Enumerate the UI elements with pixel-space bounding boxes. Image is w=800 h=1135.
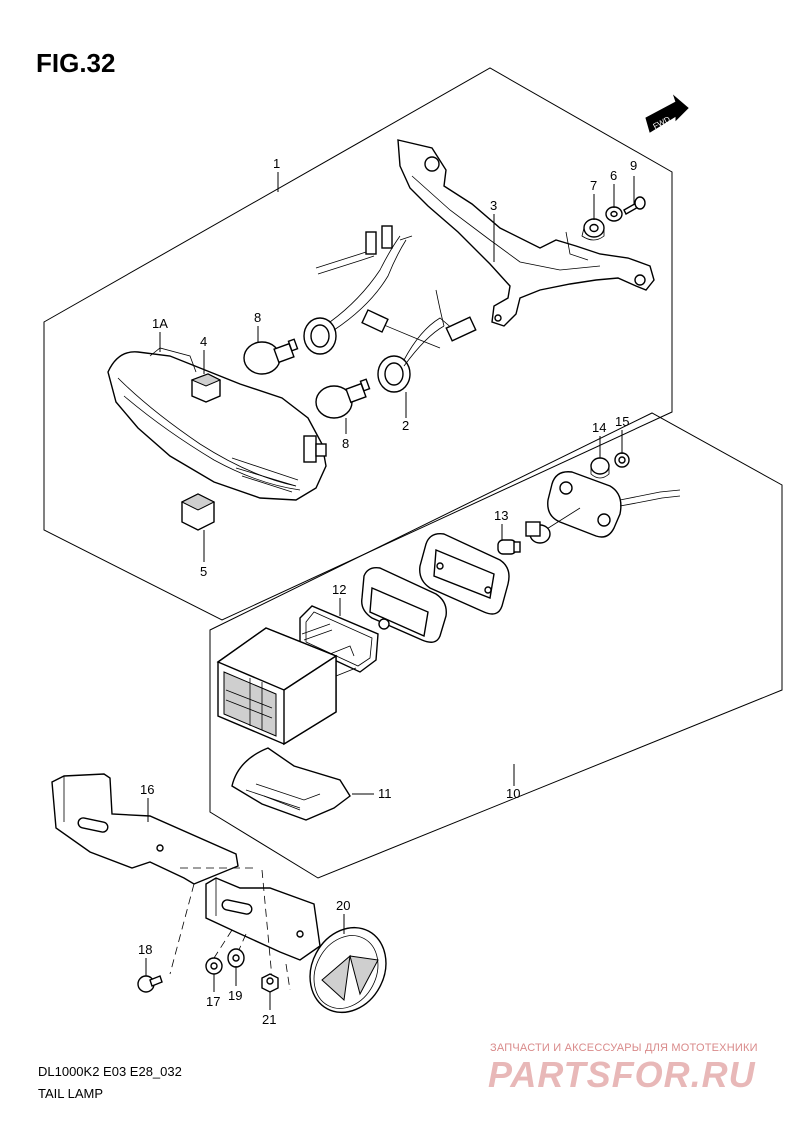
socket-harness-part-2: [303, 225, 477, 393]
callout-5: 5: [200, 564, 207, 579]
watermark-tagline: ЗАПЧАСТИ И АКСЕССУАРЫ ДЛЯ МОТОТЕХНИКИ: [490, 1042, 758, 1054]
callout-21: 21: [262, 1012, 276, 1027]
lens-part-11: [231, 747, 351, 821]
assembly-guide-lines: [169, 867, 291, 991]
washer-part-17: [205, 957, 223, 975]
callout-1a: 1A: [152, 316, 168, 331]
fwd-arrow-icon: FWD: [645, 94, 689, 133]
callout-20: 20: [336, 898, 350, 913]
callout-10: 10: [506, 786, 520, 801]
washer-part-6: [605, 206, 623, 222]
screw-part-18: [137, 975, 163, 993]
assembly-frame-1: [43, 67, 673, 621]
tail-lamp-housing-part: [107, 347, 327, 501]
callout-14: 14: [592, 420, 606, 435]
callout-2: 2: [402, 418, 409, 433]
callout-11: 11: [378, 786, 392, 801]
reflector-part-20: [309, 926, 387, 1014]
socket-plate-assembly: [525, 471, 681, 544]
callout-18: 18: [138, 942, 152, 957]
callout-17: 17: [206, 994, 220, 1009]
callout-7: 7: [590, 178, 597, 193]
callout-8-upper: 8: [254, 310, 261, 325]
grommet-part-4: [190, 373, 222, 403]
rubber-part-5: [180, 493, 216, 531]
callout-12: 12: [332, 582, 346, 597]
nut-part-19: [227, 948, 245, 968]
tail-lamp-bracket-part: [397, 139, 655, 327]
callout-19: 19: [228, 988, 242, 1003]
screw-part-9: [623, 196, 646, 215]
lamp-lens-body: [361, 566, 447, 643]
callout-15: 15: [615, 414, 629, 429]
bulb-part-8-upper: [243, 338, 299, 375]
diagram-code: DL1000K2 E03 E28_032: [38, 1064, 182, 1079]
grommet-part-7: [581, 218, 605, 241]
nut-part-15: [614, 452, 630, 468]
figure-title: FIG.32: [36, 48, 116, 78]
license-bracket-lower: [205, 877, 321, 961]
assembly-frame-10: [209, 412, 783, 879]
grommet-part-14: [590, 457, 610, 479]
callout-8-lower: 8: [342, 436, 349, 451]
diagram-name: TAIL LAMP: [38, 1086, 104, 1101]
callout-1: 1: [273, 156, 280, 171]
callout-9: 9: [630, 158, 637, 173]
lamp-lens-frame: [419, 533, 510, 615]
wedge-bulb-part-13: [497, 539, 521, 555]
callout-13: 13: [494, 508, 508, 523]
license-lamp-housing-part-10: [216, 627, 357, 746]
watermark-logo: PARTSFOR.RU: [488, 1054, 756, 1095]
bulb-part-8-lower: [315, 378, 371, 419]
callout-16: 16: [140, 782, 154, 797]
callout-3: 3: [490, 198, 497, 213]
license-bracket-part-16: [51, 773, 239, 885]
leader-lines: [145, 172, 635, 1010]
callout-4: 4: [200, 334, 207, 349]
callout-6: 6: [610, 168, 617, 183]
callout-labels: 1 1A 4 8 8 2 3 7 6 9 5 14 15 13 12 11 10…: [138, 156, 637, 1027]
nut-part-21: [261, 973, 279, 993]
